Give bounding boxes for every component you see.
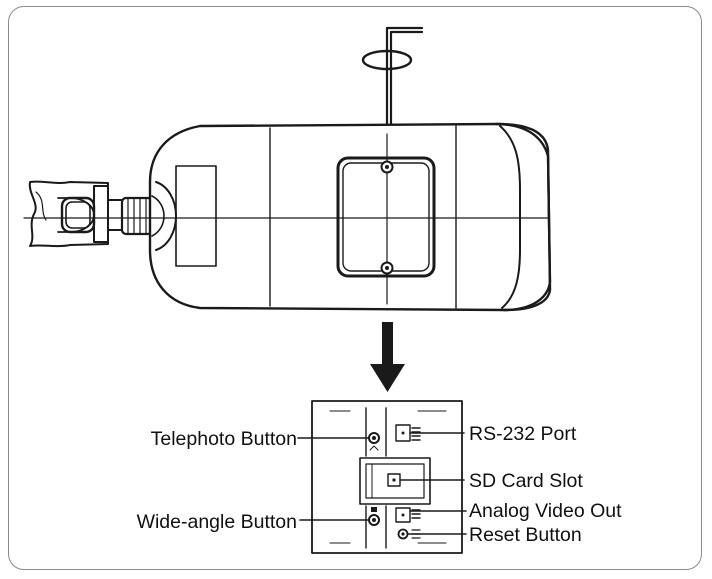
label-sd-card-slot: SD Card Slot xyxy=(469,470,583,492)
label-rs232-port: RS-232 Port xyxy=(469,423,577,445)
label-analog-video-out: Analog Video Out xyxy=(469,500,622,522)
hex-key-icon xyxy=(361,26,424,134)
camera-body xyxy=(23,122,552,312)
screw-icon xyxy=(380,160,394,275)
mount-bracket xyxy=(28,180,154,248)
down-arrow-icon xyxy=(370,322,405,392)
leader-lines xyxy=(297,432,467,535)
interface-panel xyxy=(311,400,463,554)
label-telephoto-button: Telephoto Button xyxy=(151,428,297,450)
label-reset-button: Reset Button xyxy=(469,524,582,546)
label-wide-angle-button: Wide-angle Button xyxy=(137,511,297,533)
